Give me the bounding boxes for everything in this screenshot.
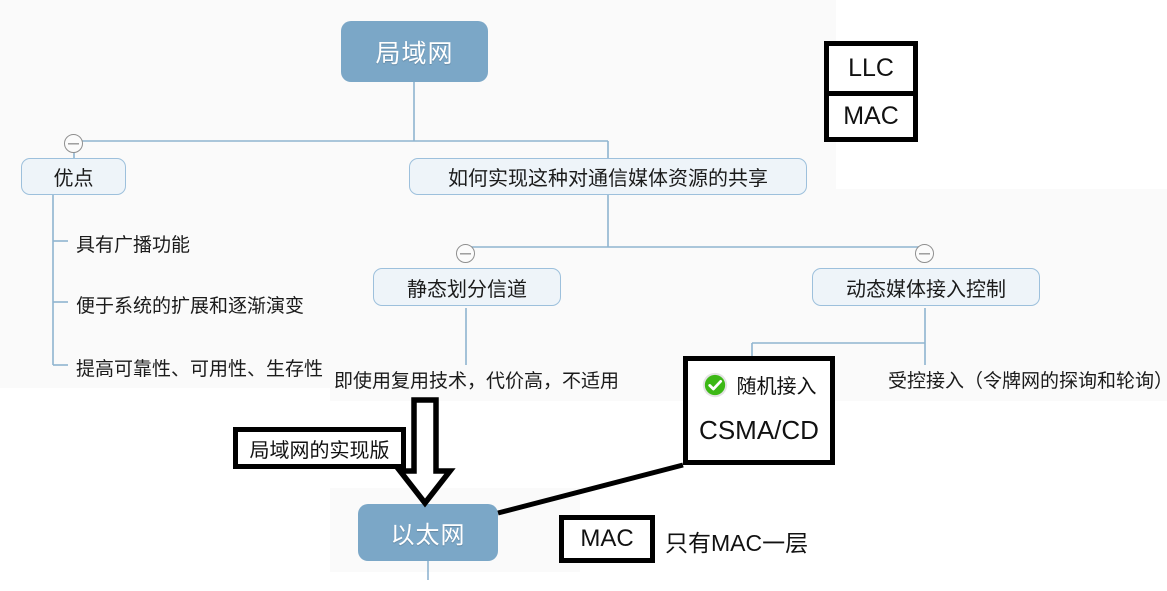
annotation-lan-impl-version-label: 局域网的实现版 [249, 439, 390, 462]
collapse-toggle-dynamic-access[interactable] [915, 244, 934, 263]
node-root-lan-label: 局域网 [375, 39, 454, 68]
csma-name-label: CSMA/CD [699, 415, 819, 445]
annotation-llc-row: LLC [829, 46, 913, 91]
leaf-controlled-access[interactable]: 受控接入（令牌网的探询和轮询） [888, 366, 1167, 393]
leaf-advantage-1[interactable]: 具有广播功能 [76, 230, 190, 257]
node-ethernet-label: 以太网 [390, 522, 466, 549]
leaf-advantage-2[interactable]: 便于系统的扩展和逐渐演变 [76, 291, 304, 318]
leaf-controlled-access-label: 受控接入（令牌网的探询和轮询） [888, 371, 1167, 392]
collapse-toggle-static-channel[interactable] [456, 244, 475, 263]
csma-tag-label: 随机接入 [736, 376, 817, 398]
node-question-label: 如何实现这种对通信媒体资源的共享 [448, 168, 768, 190]
annotation-csma-cd-box[interactable]: 随机接入 CSMA/CD [683, 356, 835, 465]
node-ethernet[interactable]: 以太网 [358, 504, 498, 561]
annotation-lan-impl-version: 局域网的实现版 [233, 427, 406, 469]
node-static-channel-label: 静态划分信道 [407, 278, 527, 301]
collapse-toggle-advantages[interactable] [64, 134, 83, 153]
csma-status-row: 随机接入 [702, 370, 817, 399]
node-dynamic-access-label: 动态媒体接入控制 [846, 278, 1006, 301]
node-root-lan[interactable]: 局域网 [341, 21, 488, 82]
annotation-mac-only-note-label: 只有MAC一层 [665, 530, 809, 556]
node-advantages[interactable]: 优点 [21, 158, 126, 195]
leaf-advantage-3-label: 提高可靠性、可用性、生存性 [76, 359, 324, 380]
panel-background-lower-left [0, 235, 330, 388]
leaf-advantage-3[interactable]: 提高可靠性、可用性、生存性 [76, 354, 323, 381]
leaf-static-channel-note[interactable]: 即使用复用技术，代价高，不适用 [334, 366, 619, 393]
green-check-icon [702, 372, 727, 397]
node-question[interactable]: 如何实现这种对通信媒体资源的共享 [409, 158, 807, 195]
annotation-mac-bottom-box: MAC [559, 515, 655, 563]
annotation-mac-bottom-label: MAC [580, 525, 634, 552]
node-dynamic-access[interactable]: 动态媒体接入控制 [812, 268, 1040, 306]
node-advantages-label: 优点 [53, 168, 94, 190]
leaf-advantage-2-label: 便于系统的扩展和逐渐演变 [76, 296, 305, 317]
node-static-channel[interactable]: 静态划分信道 [373, 268, 561, 306]
annotation-llc-mac-stack: LLC MAC [824, 41, 918, 142]
annotation-mac-only-note: 只有MAC一层 [665, 524, 808, 558]
annotation-mac-row: MAC [829, 91, 913, 137]
annotation-llc-label: LLC [848, 54, 894, 82]
leaf-static-channel-note-label: 即使用复用技术，代价高，不适用 [334, 371, 620, 392]
annotation-mac-label: MAC [843, 102, 899, 130]
leaf-advantage-1-label: 具有广播功能 [76, 235, 191, 256]
panel-background-middle [0, 189, 1167, 235]
